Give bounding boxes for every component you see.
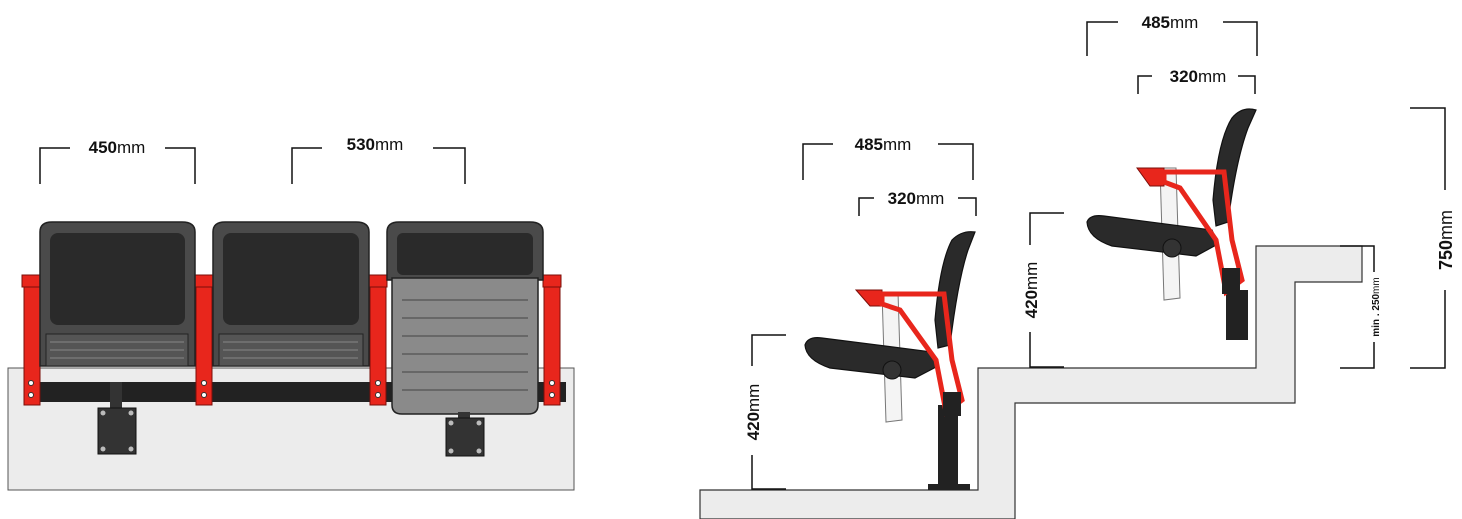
- dim-450-unit: mm: [117, 138, 145, 157]
- front-seat-1: [39, 221, 196, 367]
- svg-text:485mm: 485mm: [855, 135, 912, 154]
- dimension-450: 450mm: [39, 138, 196, 184]
- lower-dimension-420: 420mm: [744, 334, 786, 490]
- front-seat-2: [212, 221, 370, 367]
- svg-text:750mm: 750mm: [1436, 210, 1456, 270]
- dim-530-unit: mm: [375, 135, 403, 154]
- upper-485-unit: mm: [1170, 13, 1198, 32]
- floor-mount-feet: [97, 382, 485, 457]
- tier-750-value: 750: [1436, 240, 1456, 270]
- front-view: 450mm 530mm: [7, 135, 575, 491]
- lower-dimension-485: 485mm: [802, 135, 974, 180]
- dim-450-value: 450: [89, 138, 117, 157]
- lower-420-value: 420: [744, 412, 763, 440]
- svg-text:320mm: 320mm: [888, 189, 945, 208]
- upper-420-unit: mm: [1022, 262, 1041, 290]
- post-bolts: [28, 380, 555, 398]
- lower-485-value: 485: [855, 135, 883, 154]
- svg-text:530mm: 530mm: [347, 135, 404, 154]
- dim-530-value: 530: [347, 135, 375, 154]
- lower-485-unit: mm: [883, 135, 911, 154]
- upper-320-value: 320: [1170, 67, 1198, 86]
- svg-text:420mm: 420mm: [744, 384, 763, 441]
- upper-dimension-420: 420mm: [1022, 212, 1064, 368]
- lower-dimension-320: 320mm: [858, 189, 977, 216]
- upper-420-value: 420: [1022, 290, 1041, 318]
- svg-text:420mm: 420mm: [1022, 262, 1041, 319]
- side-view: 485mm 320mm 420mm 485mm: [699, 13, 1456, 519]
- tier-750-unit: mm: [1436, 210, 1456, 240]
- svg-text:450mm: 450mm: [89, 138, 146, 157]
- dimension-530: 530mm: [291, 135, 466, 184]
- side-seat-lower: [804, 231, 976, 490]
- lower-420-unit: mm: [744, 384, 763, 412]
- side-seat-upper: [1086, 108, 1257, 340]
- riser-min-label: min . 250: [1371, 294, 1382, 337]
- upper-320-unit: mm: [1198, 67, 1226, 86]
- svg-text:485mm: 485mm: [1142, 13, 1199, 32]
- svg-text:320mm: 320mm: [1170, 67, 1227, 86]
- lower-320-value: 320: [888, 189, 916, 208]
- upper-dimension-485: 485mm: [1086, 13, 1258, 56]
- upper-485-value: 485: [1142, 13, 1170, 32]
- svg-text:min . 250mm: min . 250mm: [1371, 277, 1382, 336]
- riser-min-unit: mm: [1371, 277, 1382, 294]
- lower-320-unit: mm: [916, 189, 944, 208]
- front-seat-3-folded: [386, 221, 544, 415]
- tier-height-dimension: 750mm: [1410, 107, 1456, 369]
- upper-dimension-320: 320mm: [1137, 67, 1256, 94]
- riser-min-dimension: min . 250mm: [1340, 245, 1382, 369]
